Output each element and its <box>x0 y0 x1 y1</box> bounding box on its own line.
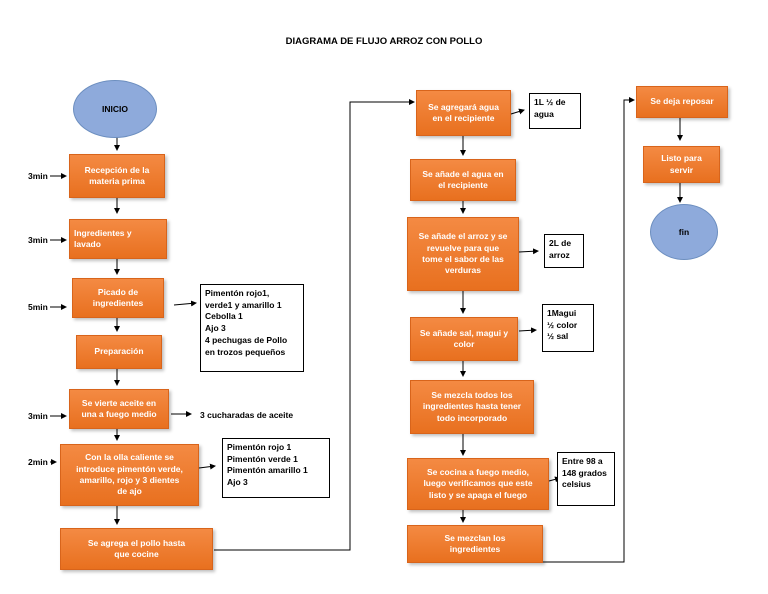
note-peppers: Pimentón rojo 1 Pimentón verde 1 Pimentó… <box>222 438 330 498</box>
start-oval: INICIO <box>73 80 157 138</box>
time-label-5: 2min <box>28 457 48 467</box>
note-seasoning: 1Magui ½ color ½ sal <box>542 304 594 352</box>
note-arrow-salt <box>518 327 537 334</box>
note-oil: 3 cucharadas de aceite <box>200 410 294 420</box>
time-label-4: 3min <box>28 411 48 421</box>
step-add-water: Se agregará agua en el recipiente <box>416 90 511 136</box>
step-peppers: Con la olla caliente se introduce piment… <box>60 444 199 506</box>
step-rest: Se deja reposar <box>636 86 728 118</box>
step-mix-ingredients: Se mezclan los ingredientes <box>407 525 543 563</box>
end-oval: fin <box>650 204 718 260</box>
note-arrow-rice <box>518 248 539 255</box>
note-arrow-chopping <box>173 300 197 307</box>
step-chicken: Se agrega el pollo hasta que cocine <box>60 528 213 570</box>
connector-col2-col3 <box>543 97 635 563</box>
step-water-in-pot: Se añade el agua en el recipiente <box>410 159 516 201</box>
diagram-title: DIAGRAMA DE FLUJO ARROZ CON POLLO <box>285 36 483 47</box>
step-mix-all: Se mezcla todos los ingredientes hasta t… <box>410 380 534 434</box>
step-cook: Se cocina a fuego medio, luego verificam… <box>407 458 549 510</box>
time-label-1: 3min <box>28 171 48 181</box>
note-arrow-water <box>510 108 525 115</box>
time-label-2: 3min <box>28 235 48 245</box>
step-add-seasoning: Se añade sal, magui y color <box>410 317 518 361</box>
note-temperature: Entre 98 a 148 grados celsius <box>557 452 615 506</box>
step-washing: Ingredientes y lavado <box>69 219 167 259</box>
step-oil: Se vierte aceite en una a fuego medio <box>69 389 169 429</box>
time-label-3: 5min <box>28 302 48 312</box>
step-chopping: Picado de ingredientes <box>72 278 164 318</box>
note-rice: 2L de arroz <box>544 234 584 268</box>
connector-col1-col2 <box>214 99 415 551</box>
step-ready-to-serve: Listo para servir <box>643 146 720 183</box>
note-arrow-peppers <box>198 463 216 470</box>
step-add-rice: Se añade el arroz y se revuelve para que… <box>407 217 519 291</box>
note-chopping-ingredients: Pimentón rojo1, verde1 y amarillo 1 Cebo… <box>200 284 304 372</box>
step-preparation: Preparación <box>76 335 162 369</box>
note-water: 1L ½ de agua <box>529 93 581 129</box>
step-reception: Recepción de la materia prima <box>69 154 165 198</box>
